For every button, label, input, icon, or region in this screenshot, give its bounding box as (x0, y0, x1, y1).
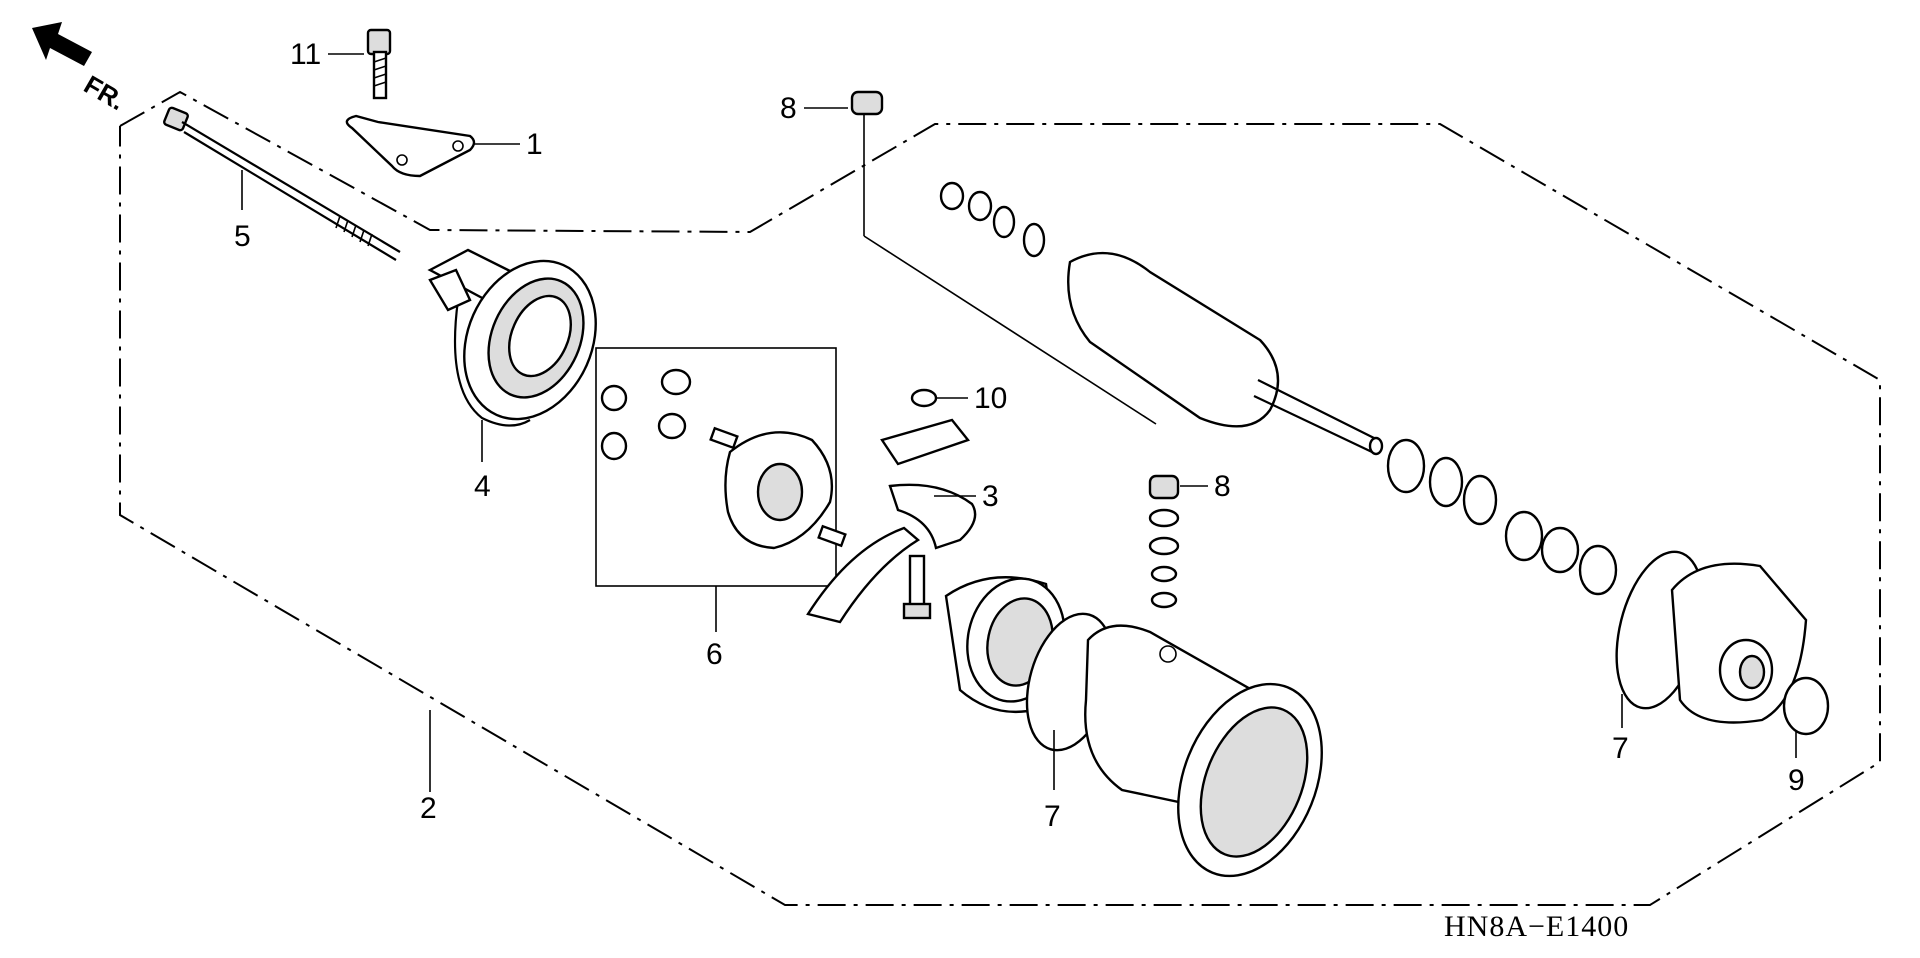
front-cover (1670, 562, 1808, 724)
callout-7-right: 7 (1612, 732, 1629, 765)
callout-1: 1 (526, 128, 543, 161)
callout-8-right: 8 (1214, 470, 1231, 503)
assembly-boundary (119, 90, 1881, 906)
yoke-housing (1084, 624, 1323, 878)
through-bolt-5 (163, 106, 401, 261)
callout-4: 4 (474, 470, 491, 503)
front-label: FR. (79, 69, 130, 116)
callout-2: 2 (420, 792, 437, 825)
callout-11: 11 (290, 38, 321, 71)
callout-10: 10 (974, 382, 1007, 415)
brush-holder-bracket (345, 114, 476, 178)
figure-code: HN8A−E1400 (1444, 910, 1629, 943)
callout-9: 9 (1788, 764, 1805, 797)
callout-3: 3 (982, 480, 999, 513)
rear-cover-4 (427, 248, 597, 427)
nut-washer-stack-8 (1148, 474, 1180, 609)
callout-7-left: 7 (1044, 800, 1061, 833)
armature (939, 181, 1384, 456)
snap-ring-9 (1782, 676, 1830, 736)
callout-5: 5 (234, 220, 251, 253)
callout-8-top: 8 (780, 92, 797, 125)
front-arrow-icon: FR. (32, 22, 130, 116)
brush-set-3 (806, 418, 977, 624)
thrust-washers (1386, 438, 1618, 596)
washer-10 (910, 388, 938, 408)
leader-lines (241, 53, 1797, 792)
nut-8-top (850, 90, 884, 116)
brush-holder-assembly (600, 368, 847, 550)
callout-6: 6 (706, 638, 723, 671)
bolt-11 (366, 28, 392, 100)
